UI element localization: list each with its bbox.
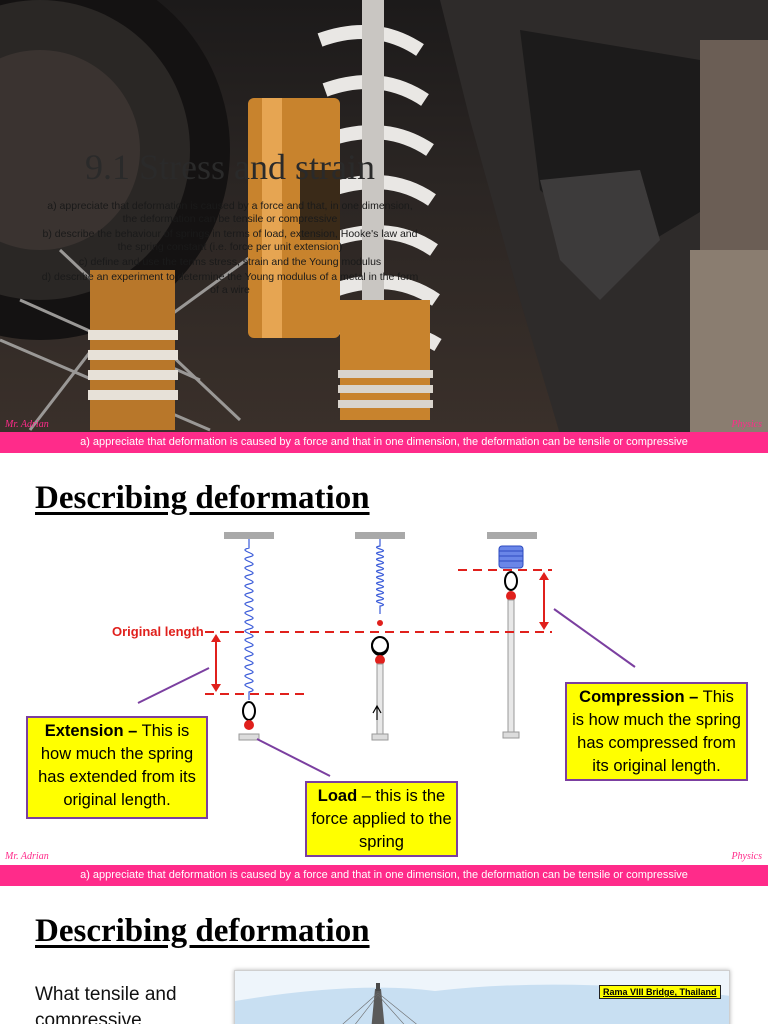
load-pointer (256, 738, 331, 777)
support-bar (355, 532, 405, 539)
support-bar (224, 532, 274, 539)
objective-d: d) describe an experiment to determine t… (41, 271, 419, 296)
slide-title: Describing deformation (35, 480, 370, 516)
load-text: – this is the force applied to the sprin… (311, 787, 452, 851)
load-hook (504, 571, 518, 591)
footer-subject: Physics (731, 851, 762, 862)
title-slide: 9.1 Stress and strain a) appreciate that… (0, 0, 768, 434)
compression-term: Compression – (579, 688, 699, 706)
objective-a: a) appreciate that deformation is caused… (47, 200, 413, 225)
photo-caption: Rama VIII Bridge, Thailand (599, 985, 721, 999)
extension-text: This is how much the spring has extended… (38, 722, 196, 809)
footer-author: Mr. Adrian (5, 419, 49, 430)
natural-spring (376, 539, 384, 614)
load-term: Load (317, 787, 358, 805)
slide-title: 9.1 Stress and strain (85, 147, 375, 187)
extension-term: Extension – (44, 722, 138, 740)
extension-callout: Extension – This is how much the spring … (26, 716, 208, 819)
question-text: What tensile and compressive (35, 984, 177, 1024)
extension-pointer (137, 667, 210, 704)
original-length-label: Original length (112, 624, 204, 639)
compression-pointer (553, 608, 636, 668)
objective-bar: a) appreciate that deformation is caused… (0, 865, 768, 886)
compression-arrow (539, 572, 549, 630)
footer-subject: Physics (731, 419, 762, 430)
footer-author: Mr. Adrian (5, 851, 49, 862)
objective-c: c) define and use the terms stress, stra… (78, 256, 382, 268)
bridge-photo: Rama VIII Bridge, Thailand (234, 970, 730, 1024)
support-bar (487, 532, 537, 539)
spring-deformation-diagram (137, 532, 636, 777)
compressed-spring (498, 545, 524, 569)
extension-arrow (211, 634, 221, 692)
learning-objectives: a) appreciate that deformation is caused… (40, 200, 420, 299)
compression-callout: Compression – This is how much the sprin… (565, 682, 748, 781)
compression-text: This is how much the spring has compress… (572, 688, 741, 775)
load-hook (242, 701, 256, 721)
load-callout: Load – this is the force applied to the … (305, 781, 458, 857)
extended-spring (244, 539, 254, 700)
objective-b: b) describe the behaviour of springs in … (42, 228, 418, 253)
slide-title: Describing deformation (35, 913, 370, 949)
objective-bar: a) appreciate that deformation is caused… (0, 432, 768, 453)
motorcycle-shock-absorber-photo (0, 0, 768, 434)
